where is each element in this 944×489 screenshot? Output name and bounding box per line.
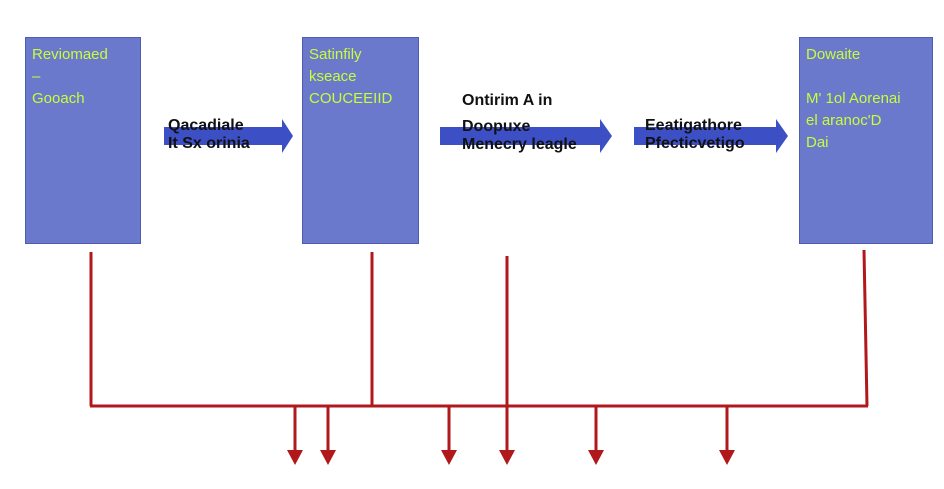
box-text-line: kseace [309,68,357,85]
arrow-label-line: Eeatigathore [645,117,742,134]
arrow-label-line: Pfecticvetigo [645,135,745,152]
down-arrow-icon [588,406,604,465]
process-box-3: Dowaite M' 1ol Aorenai el aranoc'D Dai [799,37,933,244]
drop-line-box-3 [862,249,869,407]
box-text-line: M' 1ol Aorenai [806,90,901,107]
box-text-line: Dowaite [806,46,861,63]
right-arrow-icon [164,119,293,153]
arrow-label-line: Qacadiale [168,117,244,134]
box-text-line: Reviomaed [32,46,108,63]
arrow-label-line: Menecry leagle [462,136,577,153]
arrow-label-line: Doopuxe [462,118,531,135]
box-text-line: Gooach [32,90,85,107]
box-text-line: Dai [806,134,829,151]
box-text-line: Satinfily [309,46,362,63]
process-box-1: Reviomaed – Gooach [25,37,141,244]
box-text-line: – [32,68,41,85]
arrow-label-line: It Sx orinia [168,135,250,152]
down-arrow-icon [719,406,735,465]
arrow-label-line: Ontirim A in [462,92,553,109]
arrow-label-3: Eeatigathore Pfecticvetigo [645,117,745,153]
arrow-label-2: Ontirim A in Doopuxe Menecry leagle [462,92,577,154]
down-arrow-icon [499,406,515,465]
process-box-2: Satinfily kseace COUCEEIID [302,37,419,244]
right-arrow-icon [634,119,788,153]
box-text-line: COUCEEIID [309,90,393,107]
box-text-spacer [806,66,926,88]
down-arrow-icon [441,406,457,465]
right-arrow-icon [440,119,612,153]
down-arrow-icon [320,406,336,465]
arrow-label-1: Qacadiale It Sx orinia [168,117,250,153]
down-arrow-icon [287,406,303,465]
box-text-line: el aranoc'D [806,112,882,129]
